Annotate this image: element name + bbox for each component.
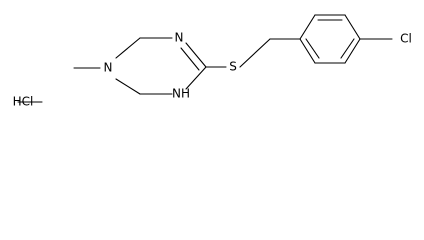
phenyl-inner-bond-right — [340, 38, 355, 59]
double-bond-ring-to-upper-n — [180, 47, 200, 71]
phenyl-bond-3 — [344, 14, 361, 40]
chlorine-label: Cl — [400, 32, 412, 46]
bond-ring-lower-right — [185, 66, 207, 90]
phenyl-bond-4 — [344, 38, 361, 64]
sulfur-label: S — [229, 60, 237, 74]
methyl-nitrogen-label: N — [104, 61, 113, 75]
chemical-structure-diagram: N NH N S Cl HCl — [13, 14, 412, 109]
sulfur-to-methylene-bond — [239, 38, 271, 68]
triazine-ring — [115, 37, 207, 95]
phenyl-inner-bond-left — [305, 38, 320, 59]
chlorophenyl-ring — [299, 14, 361, 64]
bond-ring-lower-left — [115, 78, 141, 95]
hydrochloride-label: HCl — [13, 95, 34, 109]
ring-nitrogen-top-label: N — [175, 31, 184, 45]
bond-ring-to-upper-n — [185, 42, 207, 68]
bond-ring-upper-left — [115, 37, 141, 59]
ring-nitrogen-bottom-label: NH — [172, 87, 190, 101]
phenyl-bond-6 — [299, 38, 316, 64]
phenyl-bond-1 — [299, 14, 316, 40]
